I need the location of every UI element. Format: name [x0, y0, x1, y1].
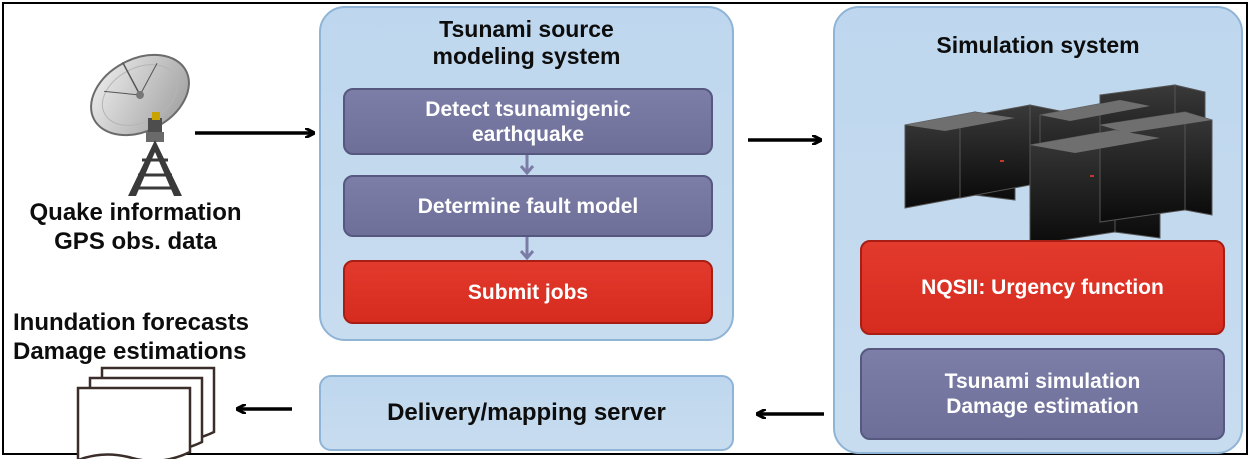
urgency-label: NQSII: Urgency function	[921, 276, 1164, 299]
sim-line2: Damage estimation	[946, 395, 1139, 418]
input-label-line1: Quake information	[29, 199, 242, 226]
tsunami-simulation-box: Tsunami simulation Damage estimation	[860, 348, 1225, 440]
simulation-panel-title: Simulation system	[936, 32, 1140, 58]
sim-line1: Tsunami simulation	[944, 370, 1141, 393]
source-title-line1: Tsunami source	[439, 16, 614, 42]
step-submit-jobs: Submit jobs	[343, 260, 713, 324]
flow-arrow-2-head	[519, 250, 535, 261]
delivery-server-box: Delivery/mapping server	[319, 375, 734, 451]
input-label-line2: GPS obs. data	[54, 228, 217, 255]
input-label: Quake information GPS obs. data	[8, 198, 263, 256]
step-determine-fault-model: Determine fault model	[343, 175, 713, 237]
detect-line1: Detect tsunamigenic	[425, 97, 631, 121]
output-label: Inundation forecasts Damage estimations	[13, 308, 273, 366]
detect-line2: earthquake	[471, 122, 585, 146]
output-label-line1: Inundation forecasts	[13, 309, 250, 336]
output-label-line2: Damage estimations	[13, 338, 247, 365]
delivery-server-label: Delivery/mapping server	[387, 399, 666, 426]
step-detect-earthquake: Detect tsunamigenic earthquake	[343, 88, 713, 155]
source-panel-title: Tsunami source modeling system	[321, 16, 732, 70]
source-title-line2: modeling system	[432, 43, 621, 69]
flow-arrow-1-head	[519, 165, 535, 176]
submit-label: Submit jobs	[467, 280, 589, 304]
determine-label: Determine fault model	[417, 194, 639, 218]
urgency-function-box: NQSII: Urgency function	[860, 240, 1225, 335]
